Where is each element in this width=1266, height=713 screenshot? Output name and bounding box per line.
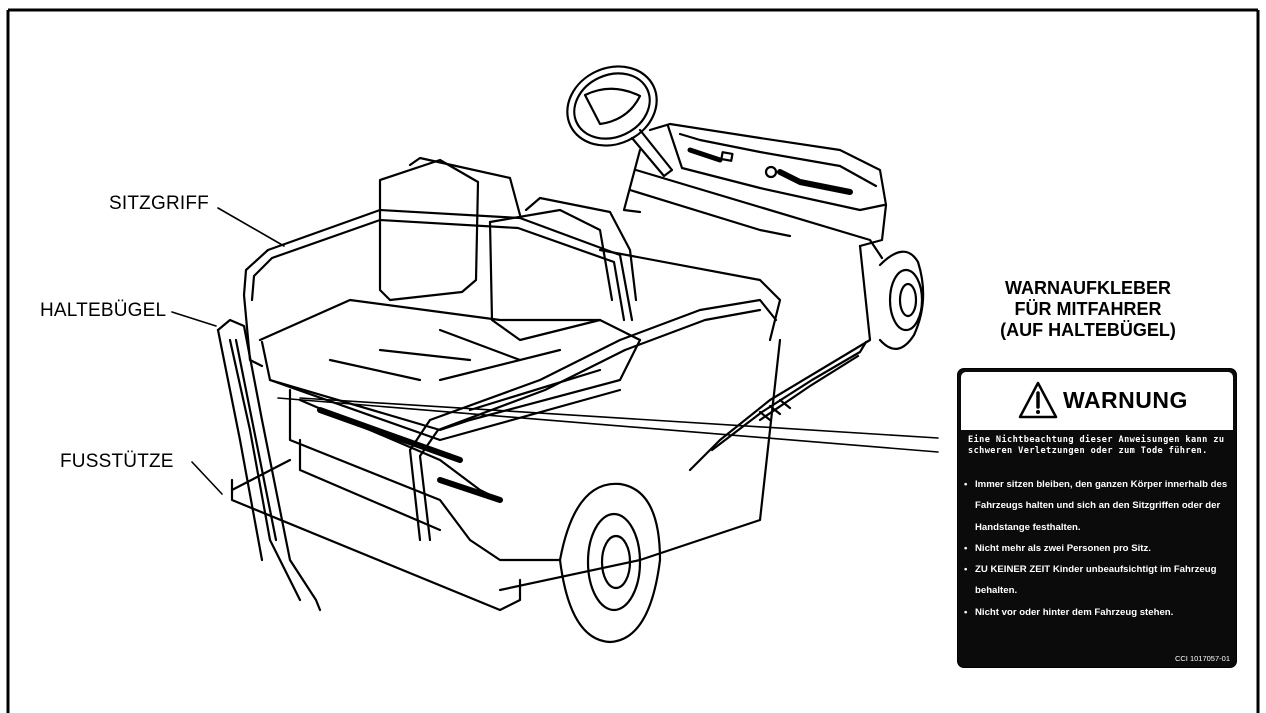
hip-restraint (216, 318, 322, 612)
cart-body (688, 244, 872, 472)
seat-grip-rail (242, 208, 778, 542)
rear-body (230, 338, 782, 612)
list-item: Nicht vor oder hinter dem Fahrzeug stehe… (964, 602, 1234, 624)
decal-intro: Eine Nichtbeachtung dieser Anweisungen k… (968, 435, 1225, 456)
leader-lines (171, 207, 939, 495)
decal-header: WARNUNG (961, 372, 1233, 430)
signal-word: WARNUNG (1063, 387, 1188, 413)
decal-title: WARNAUFKLEBER FÜR MITFAHRER (AUF HALTEBÜ… (968, 278, 1208, 341)
steering-wheel (566, 65, 674, 178)
decal-part-code: CCI 1017057-01 (1174, 654, 1230, 663)
dashboard (622, 122, 888, 260)
warning-triangle-icon (1018, 381, 1058, 419)
list-item: ZU KEINER ZEIT Kinder unbeaufsichtigt im… (964, 559, 1234, 602)
decal-title-line: (AUF HALTEBÜGEL) (1000, 320, 1176, 340)
decal-instructions: Immer sitzen bleiben, den ganzen Körper … (964, 474, 1234, 623)
list-item: Nicht mehr als zwei Personen pro Sitz. (964, 538, 1234, 560)
decal-title-line: FÜR MITFAHRER (1014, 299, 1162, 319)
hip-restraint-label: HALTEBÜGEL (40, 300, 167, 321)
footrest-label: FUSSTÜTZE (60, 451, 174, 472)
decal-title-line: WARNAUFKLEBER (1005, 278, 1171, 298)
seat-grip-label: SITZGRIFF (109, 193, 209, 214)
warning-decal: WARNUNG Eine Nichtbeachtung dieser Anwei… (957, 368, 1237, 668)
front-wheel (878, 250, 925, 350)
list-item: Immer sitzen bleiben, den ganzen Körper … (964, 474, 1234, 538)
rear-wheel (558, 482, 662, 644)
